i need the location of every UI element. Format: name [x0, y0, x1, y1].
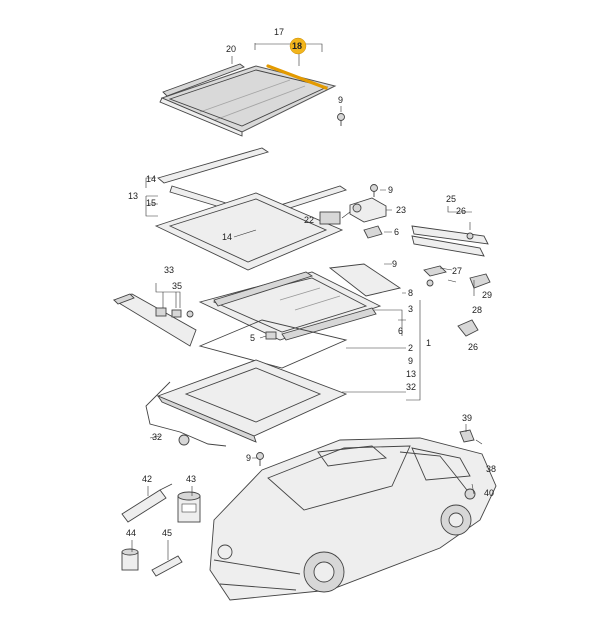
label-43: 43 [186, 474, 196, 484]
label-27: 27 [452, 266, 462, 276]
glass-panel[interactable] [159, 65, 337, 137]
label-13: 13 [128, 191, 138, 201]
label-3: 3 [408, 304, 413, 314]
label-38: 38 [486, 464, 496, 474]
label-42: 42 [142, 474, 152, 484]
label-6a: 6 [394, 227, 399, 237]
label-32a: 32 [406, 382, 416, 392]
sunroof-frame-3[interactable] [198, 271, 382, 341]
grease-tin-44[interactable] [121, 548, 139, 571]
frame-seal-lower[interactable] [154, 192, 344, 271]
label-6b: 6 [398, 326, 403, 336]
motor-23[interactable] [349, 197, 387, 223]
label-13b: 13 [406, 369, 416, 379]
grommet-39[interactable] [459, 429, 475, 443]
label-15: 15 [146, 198, 156, 208]
drain-hose-38[interactable] [399, 451, 476, 500]
label-23: 23 [396, 205, 406, 215]
bolt-9b[interactable] [370, 184, 378, 198]
label-9b: 9 [388, 185, 393, 195]
label-14b: 14 [222, 232, 232, 242]
label-8: 8 [408, 288, 413, 298]
label-28: 28 [472, 305, 482, 315]
guide-part-27[interactable] [423, 265, 447, 277]
label-9a: 9 [338, 95, 343, 105]
control-unit-22[interactable] [319, 211, 341, 225]
bolt-9a[interactable] [337, 113, 345, 127]
label-39: 39 [462, 413, 472, 423]
label-26a: 26 [456, 206, 466, 216]
label-40: 40 [484, 488, 494, 498]
drain-hose-32[interactable] [145, 381, 227, 447]
clip-5[interactable] [265, 331, 277, 340]
cover-8[interactable] [328, 263, 402, 297]
label-26b: 26 [468, 342, 478, 352]
slider-28[interactable] [469, 273, 491, 289]
label-9d: 9 [408, 356, 413, 366]
label-35: 35 [172, 281, 182, 291]
label-9c: 9 [392, 259, 397, 269]
label-14a: 14 [146, 174, 156, 184]
label-5: 5 [250, 333, 255, 343]
label-22: 22 [304, 215, 314, 225]
grease-tube-45[interactable] [151, 555, 183, 577]
label-9e: 9 [246, 453, 251, 463]
clip-26b[interactable] [457, 319, 479, 337]
bracket-6a[interactable] [363, 225, 383, 239]
label-18: 18 [292, 41, 302, 51]
label-33: 33 [164, 265, 174, 275]
car-body [209, 437, 497, 601]
label-32b: 32 [152, 432, 162, 442]
label-45: 45 [162, 528, 172, 538]
label-20: 20 [226, 44, 236, 54]
roof-frame[interactable] [156, 359, 348, 443]
guide-rail-25[interactable] [411, 225, 489, 257]
bolt-9e[interactable] [256, 452, 264, 467]
label-2: 2 [408, 343, 413, 353]
label-29: 29 [482, 290, 492, 300]
cartridge-42[interactable] [121, 483, 173, 523]
label-17: 17 [274, 27, 284, 37]
label-44: 44 [126, 528, 136, 538]
label-18-highlight [289, 37, 307, 55]
wind-deflector-left[interactable] [112, 293, 197, 347]
label-25: 25 [446, 194, 456, 204]
cleaner-can-43[interactable] [177, 491, 201, 523]
screw-9c[interactable] [426, 279, 434, 287]
small-parts-35[interactable] [155, 307, 194, 318]
label-1: 1 [426, 338, 431, 348]
glass-seal-highlighted[interactable] [266, 64, 328, 90]
front-deflector[interactable] [162, 63, 245, 97]
